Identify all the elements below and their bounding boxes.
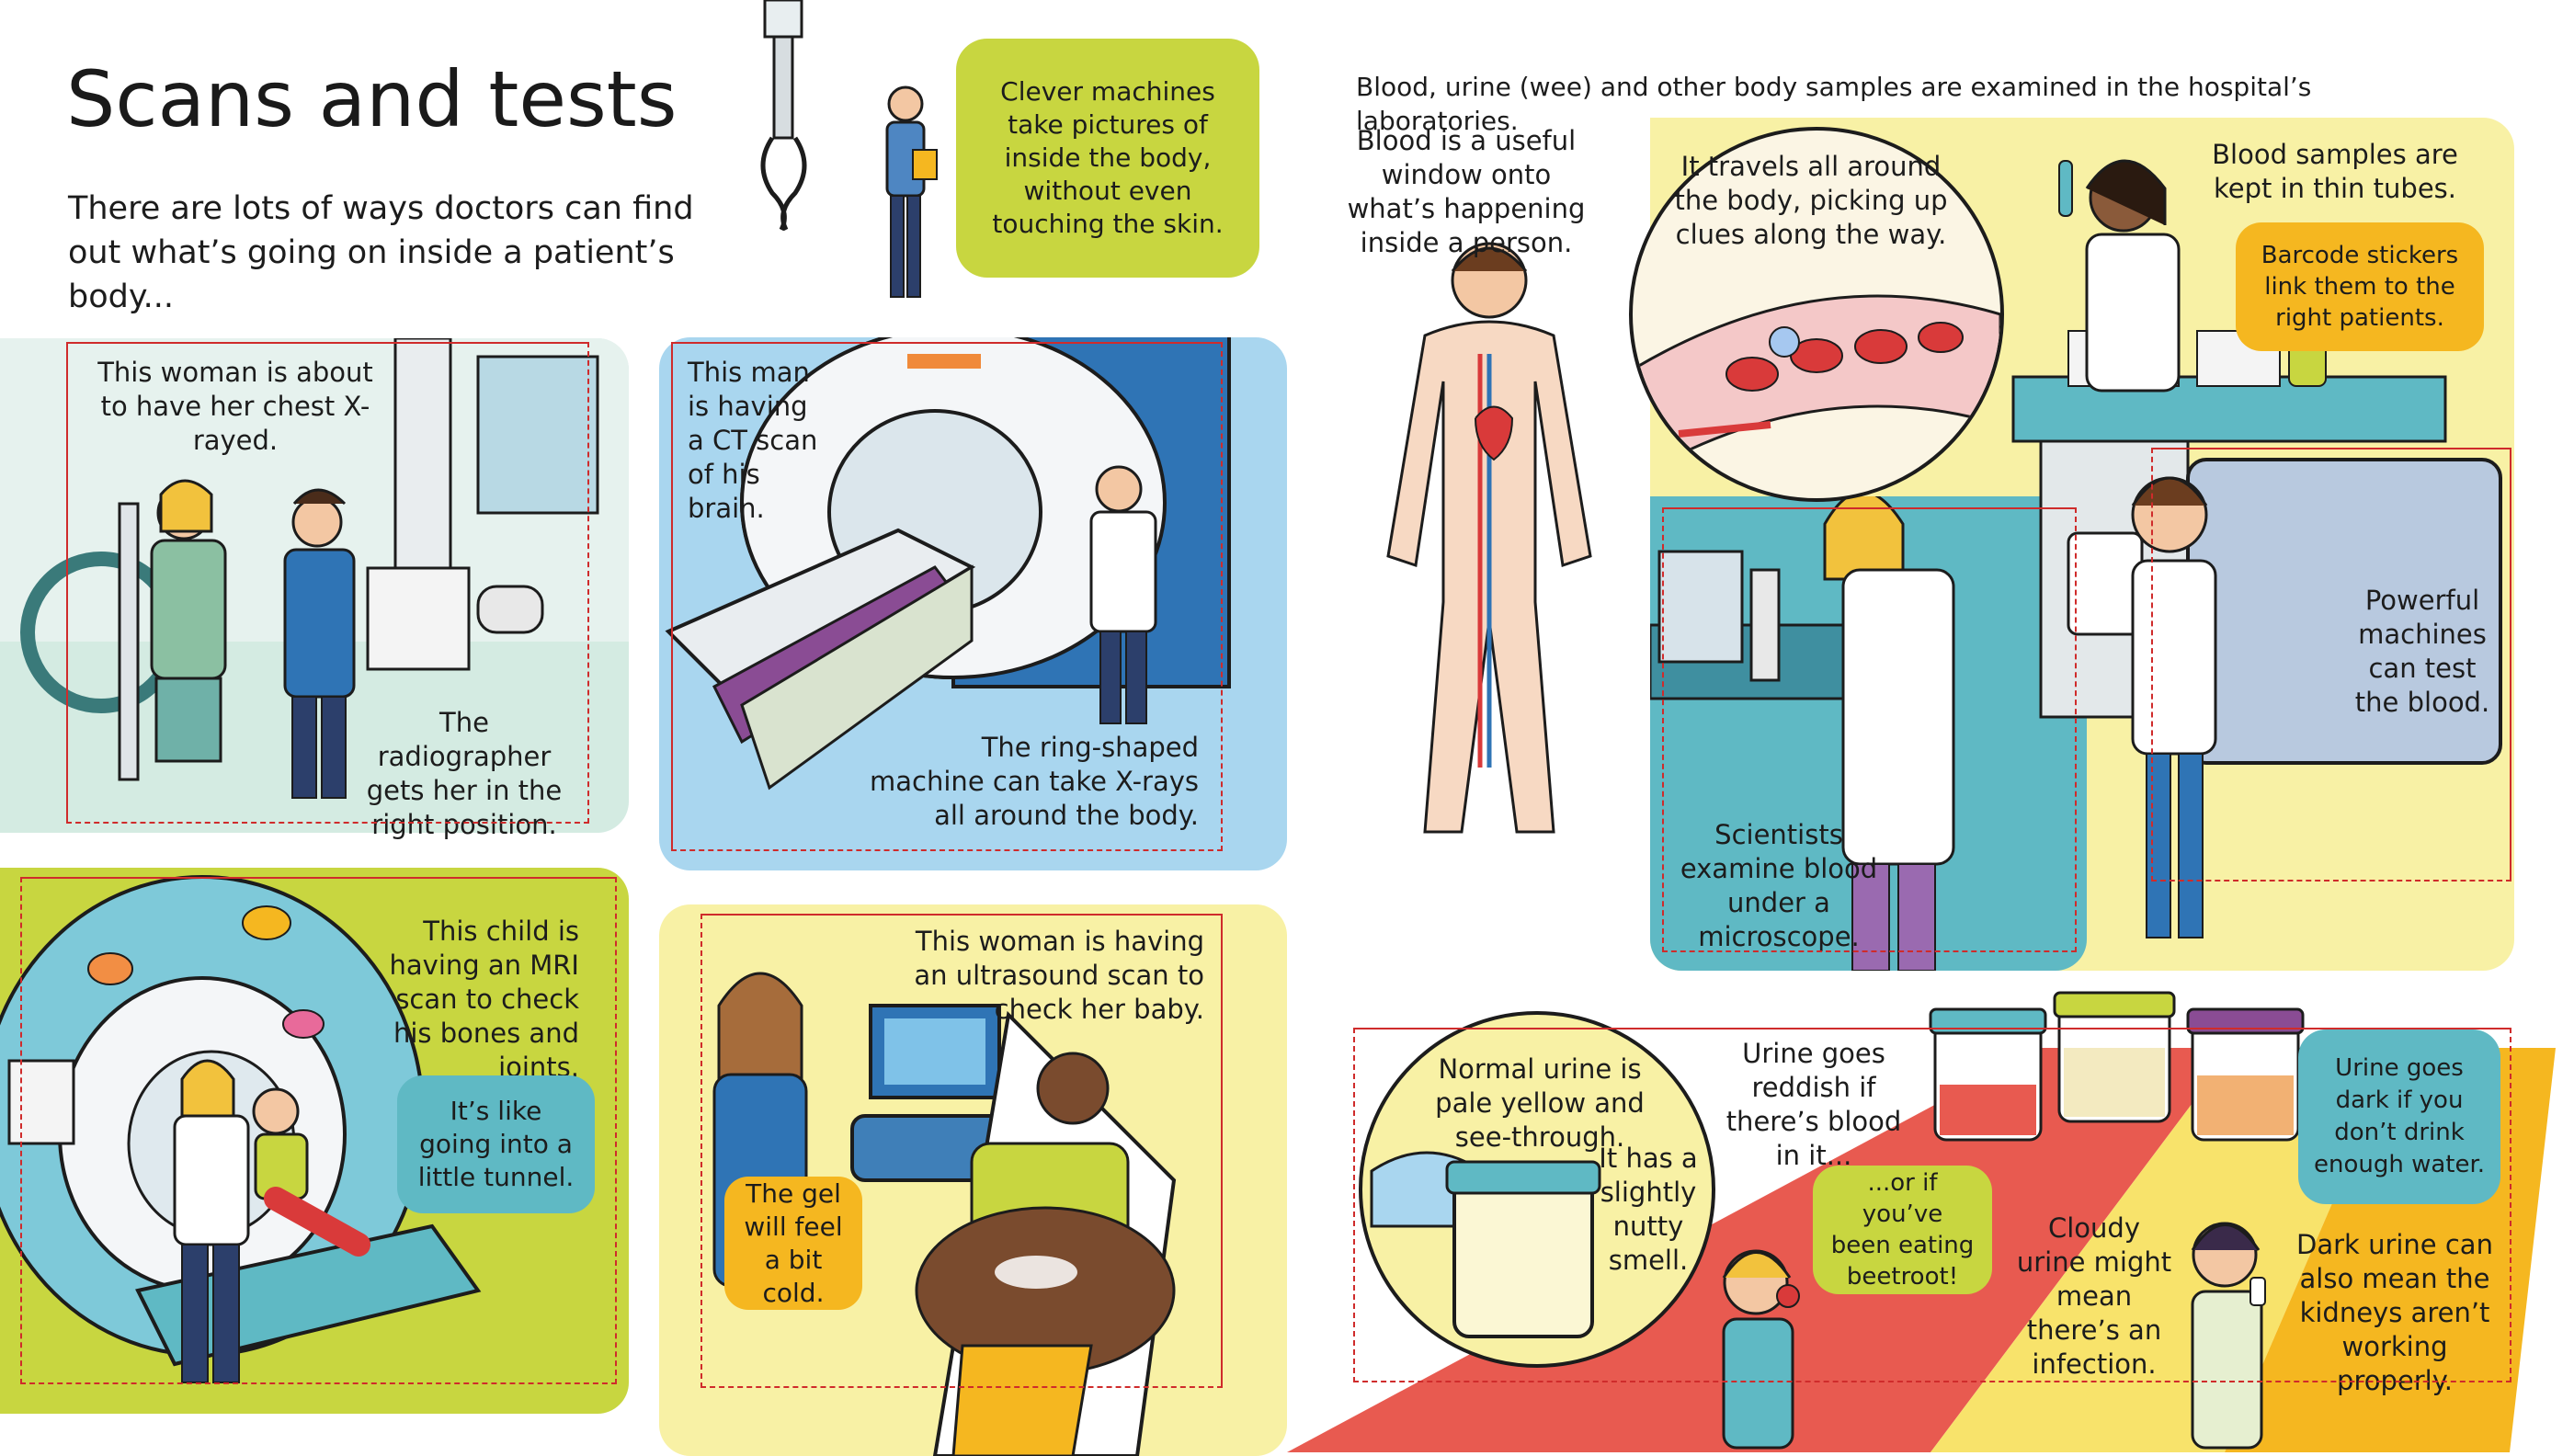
dark-urine-bubble: Urine goes dark if you don’t drink enoug… [2298, 1029, 2500, 1204]
machines-bubble-text: Clever machines take pictures of inside … [992, 76, 1224, 239]
page-title: Scans and tests [66, 54, 678, 144]
blood-vessel-circle [1629, 127, 2004, 502]
ultrasound-gel-text: The gel will feel a bit cold. [744, 1177, 843, 1308]
mri-tunnel-bubble: It’s like going into a little tunnel. [397, 1075, 595, 1213]
xray-arm-illustration [760, 0, 807, 232]
normal-urine-circle [1359, 1011, 1715, 1368]
xray-caption: This woman is about to have her chest X-… [97, 357, 373, 456]
beetroot-text: ...or if you’ve been eating beetroot! [1830, 1169, 1975, 1291]
blood-window-caption: Blood is a useful window onto what’s hap… [1347, 125, 1586, 258]
mri-caption: This child is having an MRI scan to chec… [389, 916, 579, 1083]
doctor-illustration [885, 85, 938, 298]
blood-machines-caption: Powerful machines can test the blood. [2354, 585, 2490, 718]
child-water-illustration [2191, 1222, 2266, 1450]
ultrasound-caption: This woman is having an ultrasound scan … [914, 926, 1204, 1025]
urine-cloudy-caption: Cloudy urine might mean there’s an infec… [2016, 1212, 2172, 1380]
urine-kidneys-caption: Dark urine can also mean the kidneys are… [2296, 1229, 2493, 1396]
body-circulation-illustration [1386, 242, 1592, 834]
ct-panel [659, 337, 1287, 870]
child-beetroot-illustration [1722, 1249, 1800, 1450]
urine-reddish-caption: Urine goes reddish if there’s blood in i… [1725, 1038, 1902, 1171]
barcode-text: Barcode stickers link them to the right … [2261, 242, 2459, 332]
blood-cells-illustration [1633, 294, 2000, 482]
urine-pot-illustration [1370, 1151, 1601, 1338]
urine-normal-caption: Normal urine is pale yellow and see-thro… [1435, 1053, 1645, 1153]
ct-caption: This man is having a CT scan of his brai… [688, 357, 818, 524]
microscope-caption: Scientists examine blood under a microsc… [1680, 819, 1878, 952]
ultrasound-panel [659, 904, 1287, 1456]
xray-panel [0, 338, 629, 833]
blood-tubes-caption: Blood samples are kept in thin tubes. [2212, 139, 2458, 204]
xray-radiographer-caption: The radiographer gets her in the right p… [366, 707, 563, 840]
mri-tunnel-text: It’s like going into a little tunnel. [417, 1096, 575, 1192]
dark-urine-text: Urine goes dark if you don’t drink enoug… [2313, 1054, 2486, 1178]
ultrasound-gel-bubble: The gel will feel a bit cold. [724, 1177, 862, 1310]
ct-ring-caption: The ring-shaped machine can take X-rays … [870, 732, 1199, 831]
mri-scene-illustration [0, 875, 482, 1383]
scientist-illustration [1650, 496, 1955, 971]
lab-worker-illustration [2058, 159, 2181, 392]
microscope-panel [1650, 496, 2087, 971]
urine-pots-illustration [1929, 991, 2305, 1142]
ct-scanner-illustration [665, 337, 1231, 791]
intro-text: There are lots of ways doctors can find … [68, 190, 694, 315]
blood-travels-caption: It travels all around the body, picking … [1674, 151, 1948, 250]
lab-intro: Blood, urine (wee) and other body sample… [1356, 72, 2312, 136]
xray-scene-illustration [20, 338, 599, 799]
beetroot-bubble: ...or if you’ve been eating beetroot! [1813, 1166, 1992, 1294]
machines-bubble: Clever machines take pictures of inside … [956, 39, 1259, 278]
barcode-bubble: Barcode stickers link them to the right … [2236, 222, 2484, 351]
urine-nutty-caption: It has a slightly nutty smell. [1599, 1143, 1698, 1276]
